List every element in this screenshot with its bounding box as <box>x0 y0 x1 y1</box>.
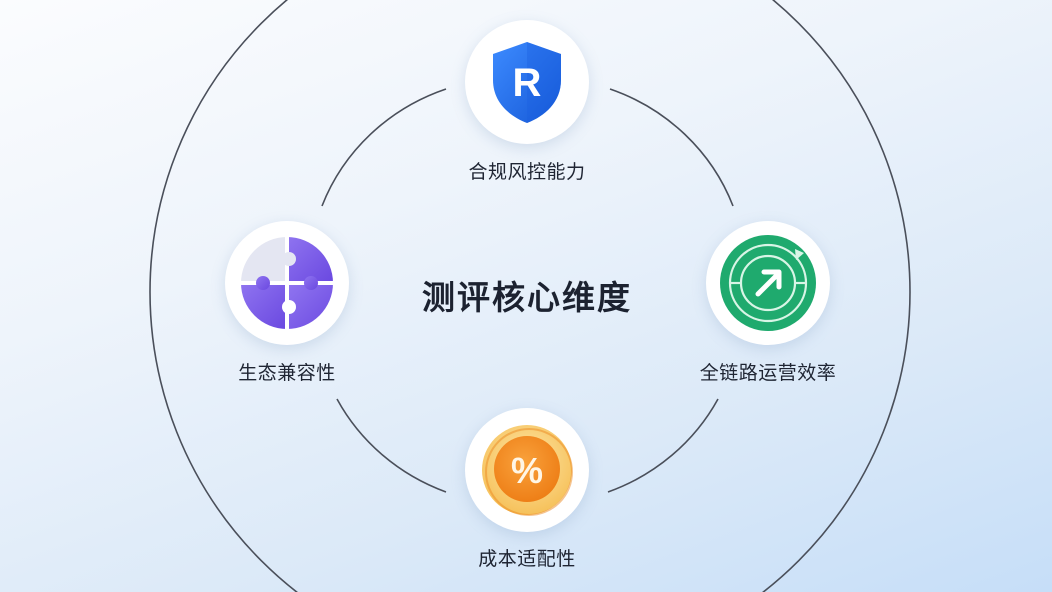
node-label-compliance: 合规风控能力 <box>468 161 586 183</box>
inner-arc-bottom-right <box>607 398 719 493</box>
node-ecosystem <box>225 221 349 345</box>
node-label-operations: 全链路运营效率 <box>699 362 837 384</box>
node-operations <box>706 221 830 345</box>
svg-text:R: R <box>513 61 542 105</box>
outer-ring <box>149 0 911 592</box>
node-label-cost: 成本适配性 <box>478 548 576 570</box>
node-compliance: R <box>465 20 589 144</box>
inner-arc-bottom-left <box>336 398 447 493</box>
inner-arc-top-left <box>321 88 447 207</box>
node-cost: % <box>465 408 589 532</box>
inner-arc-top-right <box>609 88 734 207</box>
center-title: 测评核心维度 <box>422 278 632 317</box>
percent-coin-icon: % <box>482 425 573 516</box>
puzzle-icon <box>241 237 333 329</box>
node-label-ecosystem: 生态兼容性 <box>238 362 336 384</box>
growth-arrow-icon <box>720 235 816 331</box>
shield-r-icon: R <box>493 42 561 123</box>
svg-text:%: % <box>511 450 543 491</box>
